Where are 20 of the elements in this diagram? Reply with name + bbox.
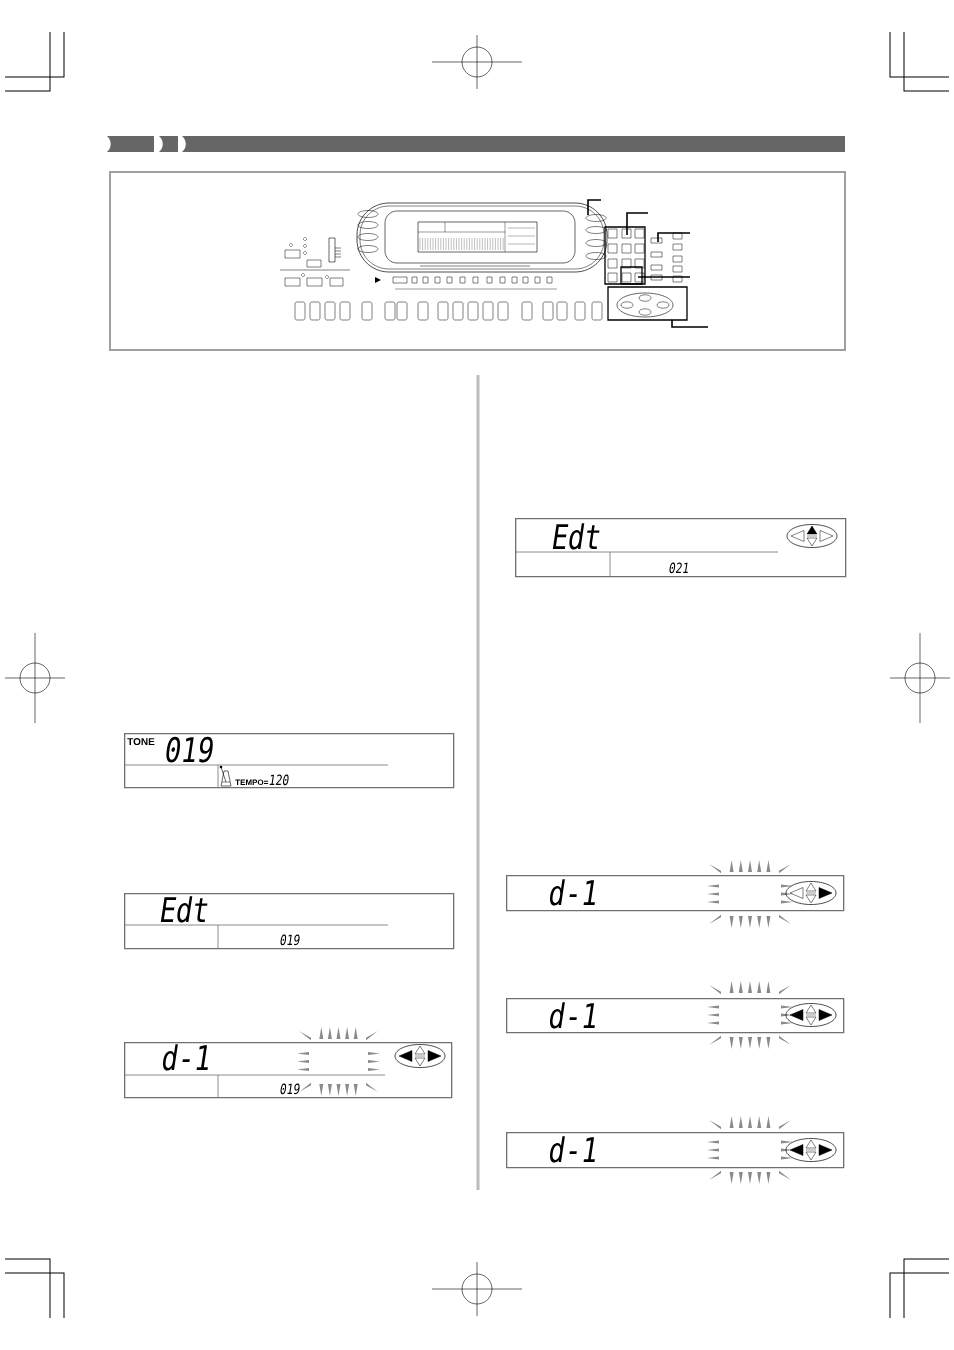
lcd-display [123,893,455,950]
lcd-display [506,1132,845,1169]
display-value: 021 [669,562,688,574]
display-value: 019 [280,1083,300,1095]
tempo-label: TEMPO= [235,779,268,786]
display-readout: Edt [160,896,208,923]
lcd-display [506,875,845,912]
lcd-display [123,733,455,789]
display-value: 019 [280,934,300,946]
lcd-display [123,1042,453,1099]
display-readout: d-1 [162,1044,208,1071]
display-readout: d-1 [549,1136,595,1163]
display-readout: d-1 [549,879,595,906]
display-readout: 019 [166,736,213,763]
display-value: 120 [269,774,289,786]
display-readout: d-1 [549,1002,595,1029]
lcd-display [506,998,845,1034]
display-readout: Edt [552,523,600,550]
mode-label: TONE [127,738,155,746]
lcd-display [514,518,847,578]
